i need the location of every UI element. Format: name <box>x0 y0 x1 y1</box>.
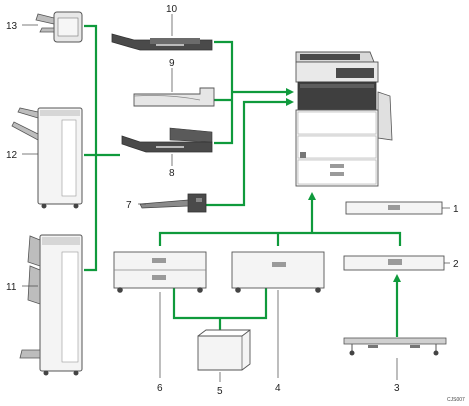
leader-lines <box>22 14 450 382</box>
internal-finisher-10 <box>111 33 213 51</box>
paper-feed-unit-6 <box>113 251 207 293</box>
tray-bus-line <box>214 40 288 145</box>
label-4: 4 <box>275 383 281 394</box>
caster-table-3 <box>343 337 447 356</box>
label-10: 10 <box>166 4 178 15</box>
large-capacity-tray-4 <box>231 251 325 293</box>
arrowhead-machine-top <box>286 88 294 96</box>
label-8: 8 <box>169 168 175 179</box>
internal-shift-tray-8 <box>121 127 213 153</box>
item5-connector <box>172 282 268 330</box>
item-number-labels: 13 12 11 10 9 8 7 1 2 3 4 5 6 CJS007 <box>6 4 465 403</box>
paper-feed-unit-2 <box>343 255 445 271</box>
finisher-tall <box>11 107 83 209</box>
side-unit-5 <box>197 329 251 371</box>
label-6: 6 <box>157 383 163 394</box>
label-12: 12 <box>6 150 18 161</box>
label-9: 9 <box>169 58 175 69</box>
label-3: 3 <box>394 383 400 394</box>
finisher-bus-line <box>84 24 120 272</box>
label-7: 7 <box>126 200 132 211</box>
label-2: 2 <box>453 259 459 270</box>
paperfeed-bus-line <box>158 198 402 246</box>
label-11: 11 <box>6 282 17 293</box>
main-machine <box>295 51 393 187</box>
label-5: 5 <box>217 386 223 397</box>
booklet-finisher-large <box>19 234 83 376</box>
item7-connector <box>206 100 288 207</box>
arrowhead-machine-bottom <box>308 192 316 200</box>
connector-lines <box>84 24 402 337</box>
one-bin-tray-7 <box>139 193 207 213</box>
figure-code: CJS007 <box>447 397 465 403</box>
arrowhead-machine-mid <box>286 98 294 106</box>
label-1: 1 <box>453 204 459 215</box>
paper-tray-1 <box>345 201 443 215</box>
bridge-unit-9 <box>133 87 215 107</box>
arrowhead-item2 <box>393 274 401 282</box>
label-13: 13 <box>6 21 18 32</box>
booklet-finisher-small <box>35 11 83 43</box>
